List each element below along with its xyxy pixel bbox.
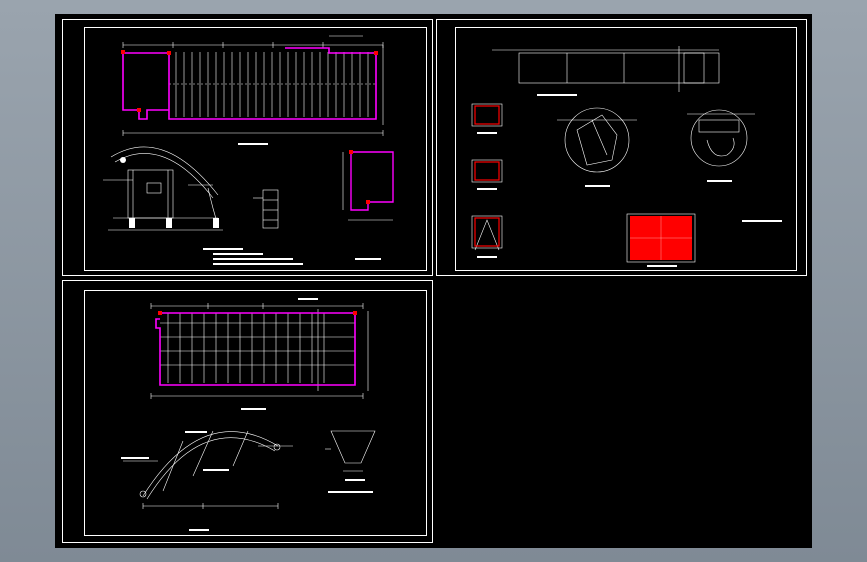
section-view — [103, 146, 223, 231]
plan-outline — [122, 47, 377, 120]
sheet-frame — [84, 27, 427, 271]
trapezoid-detail — [325, 430, 376, 472]
labels-2 — [121, 298, 373, 531]
plan-view-2 — [150, 303, 369, 399]
red-panel — [626, 213, 696, 263]
plan-view — [122, 35, 384, 136]
arch-elevation — [123, 430, 293, 509]
plan-markers-2 — [158, 311, 357, 315]
sheet-top-left-drawing — [103, 35, 394, 265]
room-outline — [350, 151, 394, 211]
sheet-top-right-drawing — [471, 46, 782, 267]
plan-outline-2 — [155, 312, 356, 386]
detail-circle-1 — [557, 107, 637, 173]
sheet-bottom-left-drawing — [121, 298, 376, 531]
sheet-top-right[interactable] — [436, 19, 807, 276]
plan-columns — [121, 50, 378, 112]
notes-block — [203, 143, 381, 265]
sheet-bottom-left[interactable] — [62, 280, 433, 543]
room-plan — [342, 152, 393, 221]
column-detail — [253, 189, 279, 229]
sheet-frame — [84, 290, 427, 536]
profile-sections — [471, 103, 503, 251]
profile-outlines — [474, 105, 500, 247]
section-footings — [120, 157, 219, 228]
detail-circle-2 — [687, 109, 755, 167]
plan-panels — [169, 52, 375, 117]
labels — [477, 94, 782, 267]
drawing-canvas[interactable] — [55, 14, 812, 548]
room-markers — [349, 150, 370, 204]
rail-elevation — [492, 46, 720, 92]
sheet-top-left[interactable] — [62, 19, 433, 276]
sheet-frame — [455, 27, 797, 271]
